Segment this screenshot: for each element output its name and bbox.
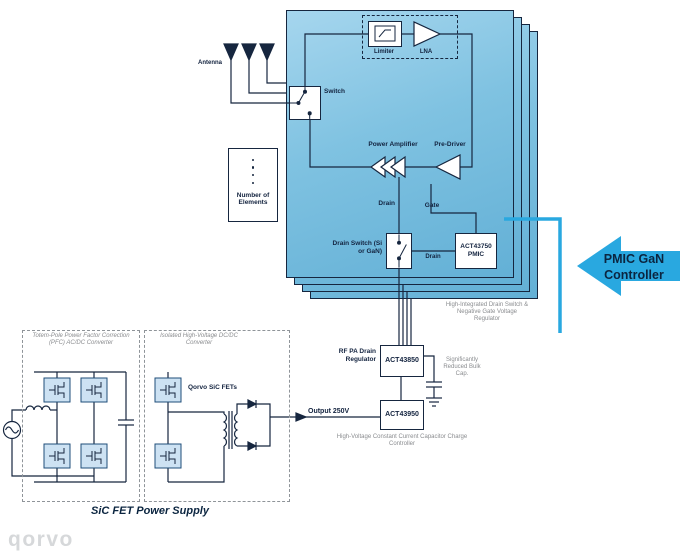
antenna-icon <box>241 43 287 94</box>
antenna-icon <box>223 43 289 104</box>
lna-label: LNA <box>419 49 433 55</box>
drain-mid-label: Drain <box>425 254 441 260</box>
ground-icon <box>426 397 442 407</box>
ellipsis-dot-icon <box>251 173 255 177</box>
charger-caption: High-Voltage Constant Current Capacitor … <box>336 434 468 447</box>
ellipsis-dot-icon <box>251 181 255 185</box>
number-of-elements-box: Number of Elements <box>228 148 278 222</box>
switch-icon <box>290 87 312 119</box>
rf-pa-drain-regulator-label: RF PA Drain Regulator <box>338 348 376 363</box>
switch-label: Switch <box>324 88 345 95</box>
act43850-box: ACT43850 <box>380 345 424 377</box>
dc-output-label: Output 250V <box>308 408 350 415</box>
drain-switch-icon <box>397 234 407 268</box>
qorvo-logo: qorvo <box>8 528 74 551</box>
antenna-label: Antenna <box>198 60 222 66</box>
pmic-gan-controller-label: PMIC GaN Controller <box>603 252 665 282</box>
limiter-icon <box>374 25 396 42</box>
tr-switch-box <box>289 86 321 120</box>
dcdc-converter-box <box>144 330 290 502</box>
pmic-part-label: ACT43750 PMIC <box>460 243 492 258</box>
power-amplifier-label: Power Amplifier <box>368 141 418 148</box>
drain-switch-label: Drain Switch (Si or GaN) <box>332 240 382 255</box>
qorvo-sic-fets-label: Qorvo SiC FETs <box>188 384 237 391</box>
act43950-part-label: ACT43950 <box>385 411 419 418</box>
panel-caption: High-Integrated Drain Switch & Negative … <box>445 302 529 322</box>
limiter-box <box>368 21 402 47</box>
dc-arrow-icon <box>295 412 308 422</box>
drain-switch-box <box>386 233 412 269</box>
pre-driver-label: Pre-Driver <box>434 141 466 148</box>
drain-label: Drain <box>378 200 395 207</box>
bulk-cap-note: Significantly Reduced Bulk Cap. <box>443 357 481 377</box>
ac-source-icon <box>2 420 22 440</box>
pfc-title: Totem-Pole Power Factor Correction (PFC)… <box>32 333 130 346</box>
ellipsis-dot-icon <box>251 166 255 169</box>
number-of-elements-label: Number of Elements <box>236 191 270 207</box>
pfc-converter-box <box>22 330 140 502</box>
pmic-box: ACT43750 PMIC <box>455 233 497 269</box>
gate-label: Gate <box>424 202 440 209</box>
act43950-box: ACT43950 <box>380 400 424 430</box>
limiter-label: Limiter <box>373 49 394 55</box>
antenna-icon <box>259 43 287 84</box>
dcdc-title: Isolated High-Voltage DC/DC Converter <box>160 333 238 346</box>
act43850-part-label: ACT43850 <box>385 357 419 364</box>
ellipsis-dot-icon <box>251 158 255 162</box>
sic-fet-power-supply-title: SiC FET Power Supply <box>91 505 209 517</box>
